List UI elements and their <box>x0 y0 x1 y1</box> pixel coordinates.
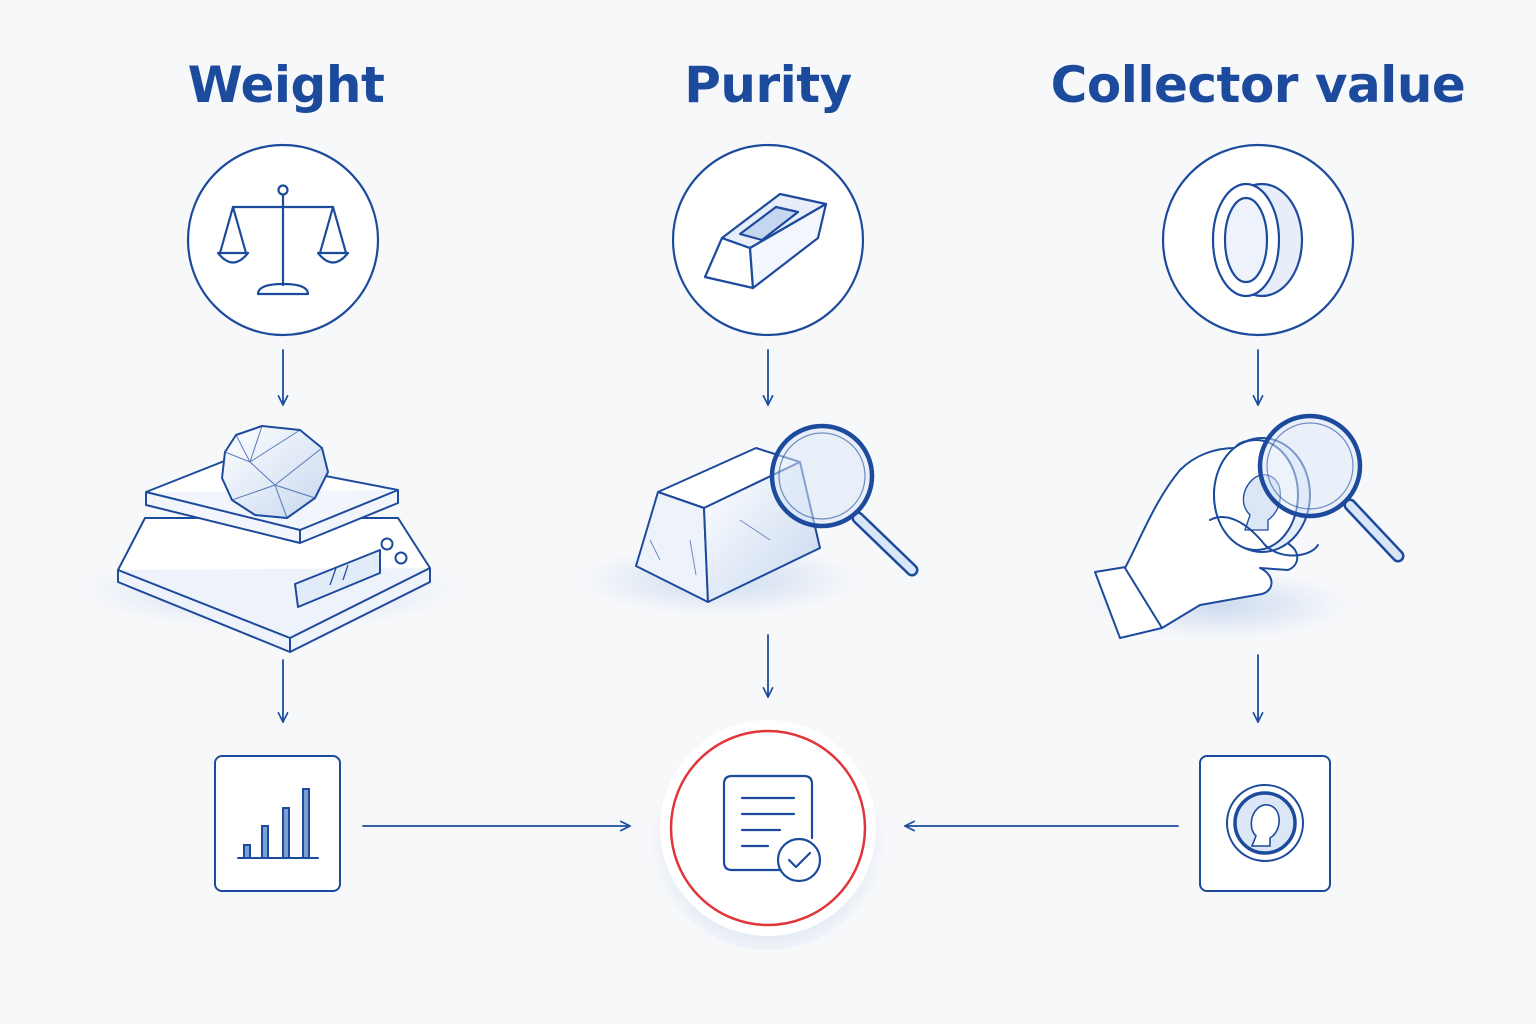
document-check-icon <box>650 714 886 950</box>
coin-icon <box>1161 143 1355 337</box>
gold-bar-icon <box>671 143 865 337</box>
bar-chart-icon <box>214 755 341 892</box>
purity-title: Purity <box>684 56 852 114</box>
collector-value-title: Collector value <box>1050 56 1466 114</box>
silver-bar-under-magnifying-glass <box>580 423 919 616</box>
hand-holding-coin-with-magnifier <box>1090 413 1405 640</box>
gold-nugget-on-digital-scale <box>80 425 460 653</box>
balance-scale-icon <box>186 143 380 337</box>
weight-title: Weight <box>187 56 385 114</box>
coin-portrait-icon <box>1199 755 1331 892</box>
